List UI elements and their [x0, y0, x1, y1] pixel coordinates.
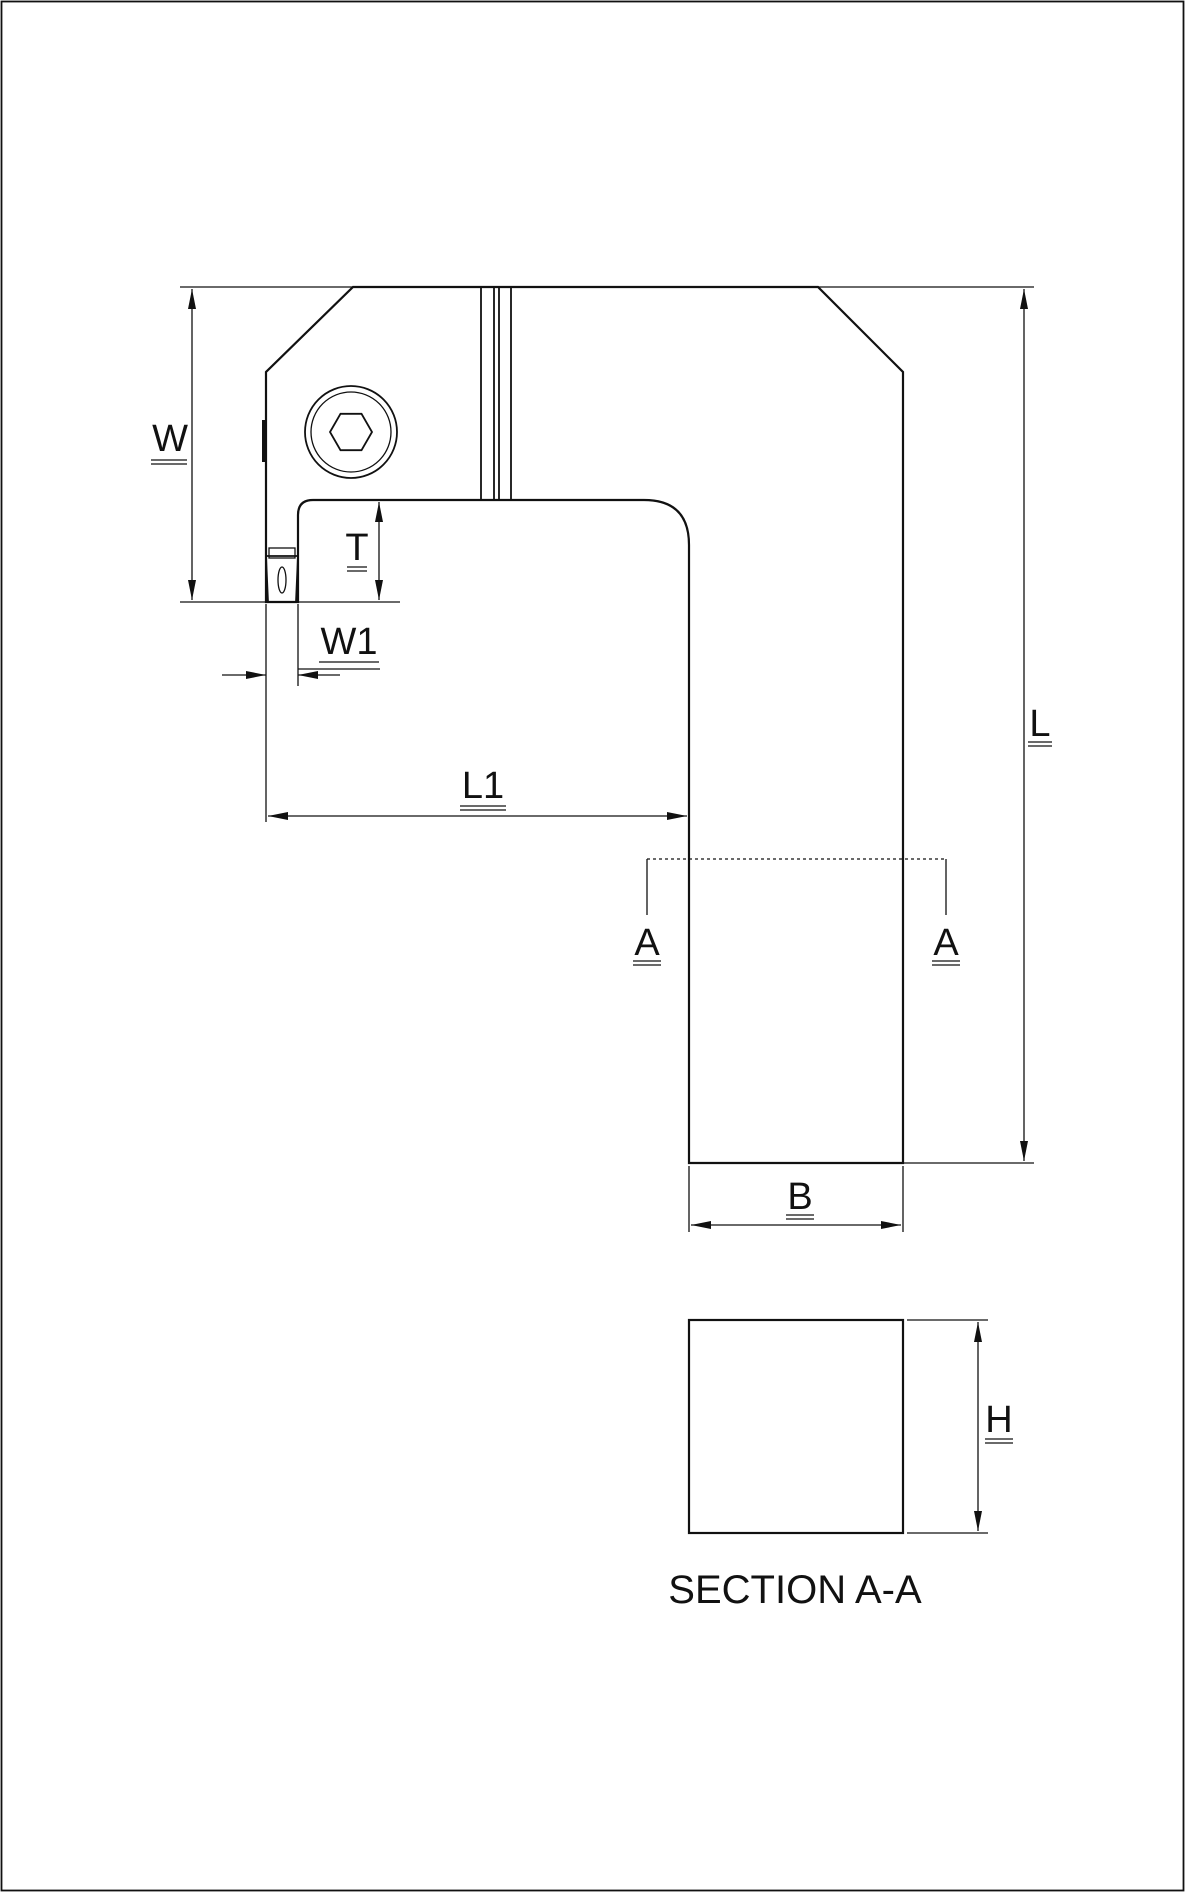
dimension-w1: W1	[222, 604, 380, 822]
dimension-b: B	[688, 1166, 904, 1232]
dim-label-b: B	[787, 1176, 812, 1218]
clamp-screw-icon	[304, 385, 398, 479]
holder-outline	[264, 285, 905, 1165]
dimension-w: W	[151, 286, 400, 603]
dim-label-t: T	[345, 527, 368, 569]
tool-holder	[262, 285, 905, 1165]
dim-label-h: H	[985, 1399, 1012, 1441]
section-view: H SECTION A-A	[668, 1318, 1013, 1612]
dim-label-l1: L1	[462, 765, 504, 807]
dim-label-l: L	[1029, 703, 1050, 745]
section-marker-right: A	[933, 922, 959, 964]
insert-icon	[265, 547, 299, 603]
section-cut-line: A A	[633, 858, 960, 966]
dimension-l1: L1	[268, 765, 687, 820]
dimension-t: T	[345, 502, 383, 600]
dim-label-w: W	[152, 418, 188, 460]
dim-label-w1: W1	[321, 621, 378, 663]
section-marker-left: A	[634, 922, 660, 964]
section-title: SECTION A-A	[668, 1568, 922, 1612]
section-square	[687, 1318, 905, 1535]
edge-tab	[262, 420, 267, 462]
dimension-l: L	[818, 286, 1052, 1164]
